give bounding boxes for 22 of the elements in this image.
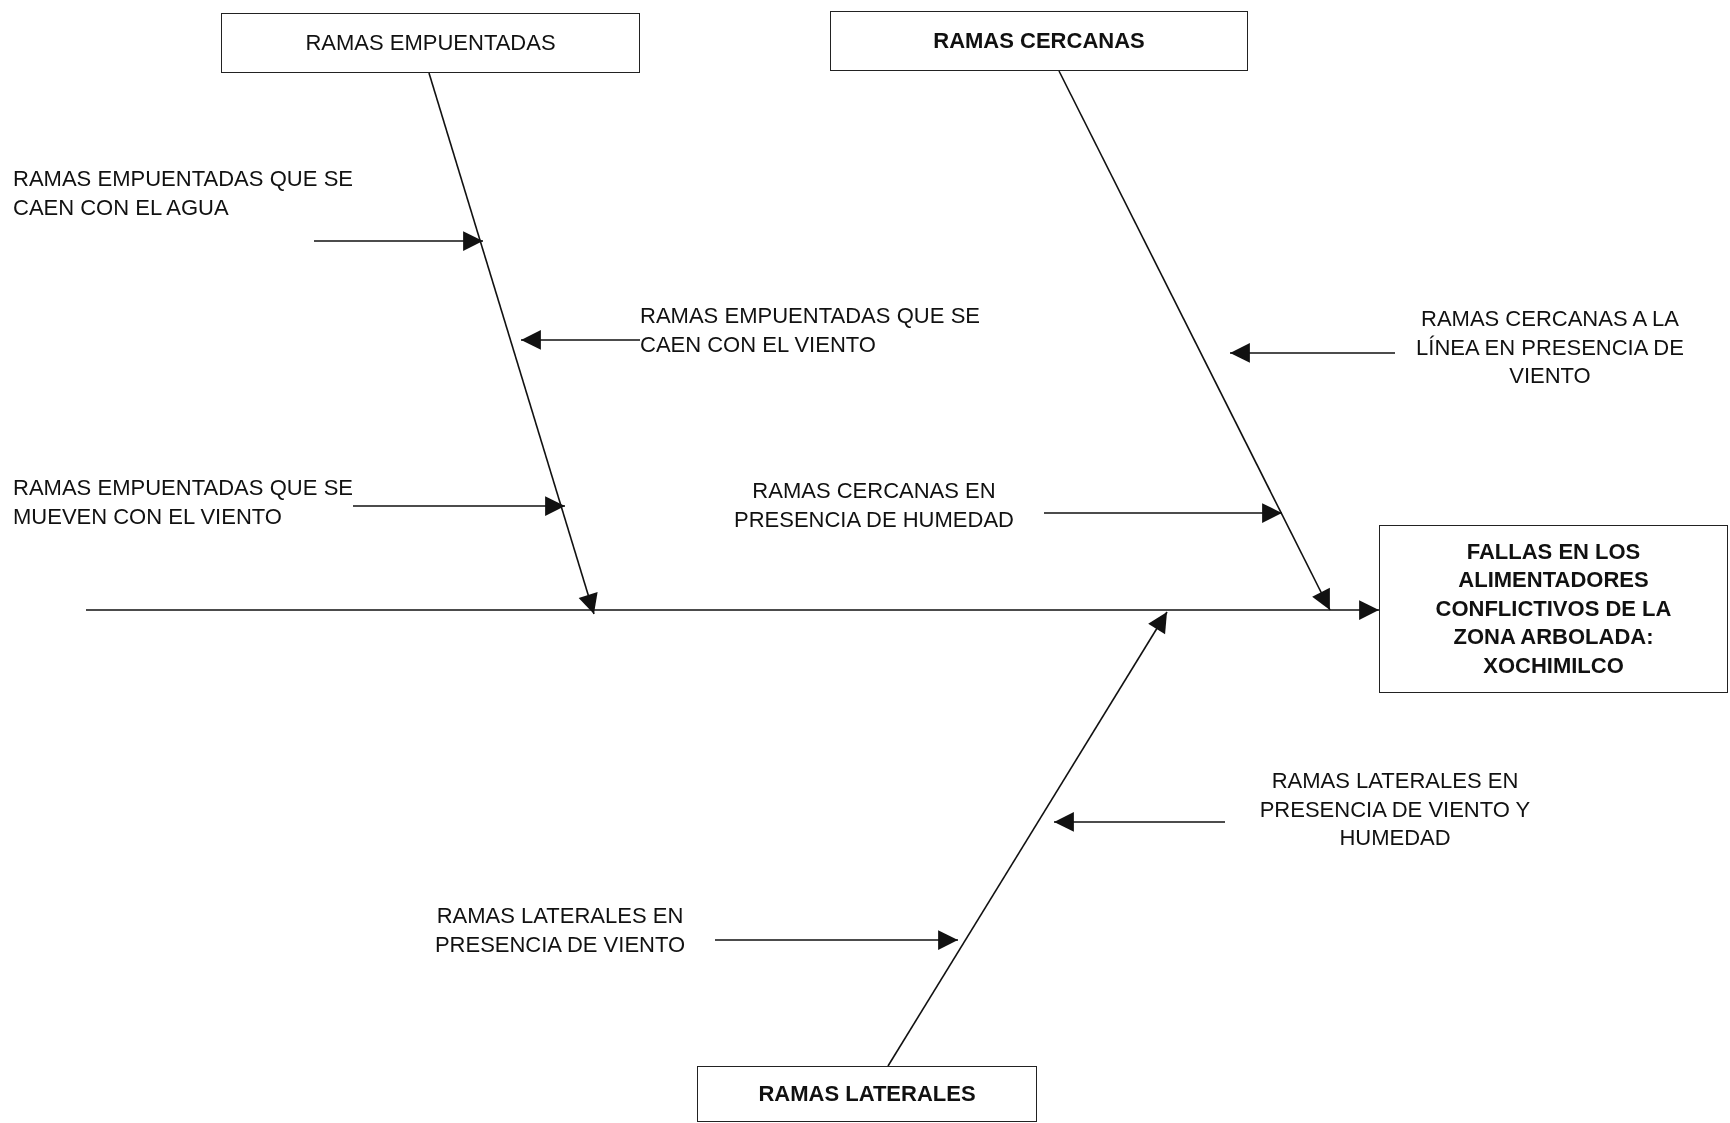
arrow: [1229, 343, 1396, 363]
arrow: [520, 330, 641, 350]
cause-label: RAMAS EMPUENTADAS QUE SE CAEN CON EL VIENTO: [640, 302, 980, 359]
cause-label: RAMAS LATERALES EN PRESENCIA DE VIENTO Y HUMEDAD: [1258, 767, 1532, 853]
arrow: [352, 496, 566, 516]
cause-label: RAMAS EMPUENTADAS QUE SE MUEVEN CON EL VIENTO: [13, 474, 353, 531]
cause-label: RAMAS CERCANAS A LA LÍNEA EN PRESENCIA DE VIENTO: [1415, 305, 1685, 391]
category-box: RAMAS CERCANAS: [830, 11, 1248, 71]
arrow: [428, 72, 598, 615]
arrow: [1053, 812, 1226, 832]
arrow: [1043, 503, 1283, 523]
arrow: [85, 600, 1380, 620]
arrow: [714, 930, 959, 950]
cause-label: RAMAS CERCANAS EN PRESENCIA DE HUMEDAD: [733, 477, 1015, 534]
cause-label: RAMAS LATERALES EN PRESENCIA DE VIENTO: [433, 902, 687, 959]
effect-box: FALLAS EN LOS ALIMENTADORES CONFLICTIVOS DE LA ZONA ARBOLADA: XOCHIMILCO: [1379, 525, 1728, 693]
category-box: RAMAS EMPUENTADAS: [221, 13, 640, 73]
cause-label: RAMAS EMPUENTADAS QUE SE CAEN CON EL AGUA: [13, 165, 353, 222]
arrow: [313, 231, 484, 251]
arrow: [1058, 70, 1331, 611]
arrow: [887, 611, 1168, 1067]
category-box: RAMAS LATERALES: [697, 1066, 1037, 1122]
